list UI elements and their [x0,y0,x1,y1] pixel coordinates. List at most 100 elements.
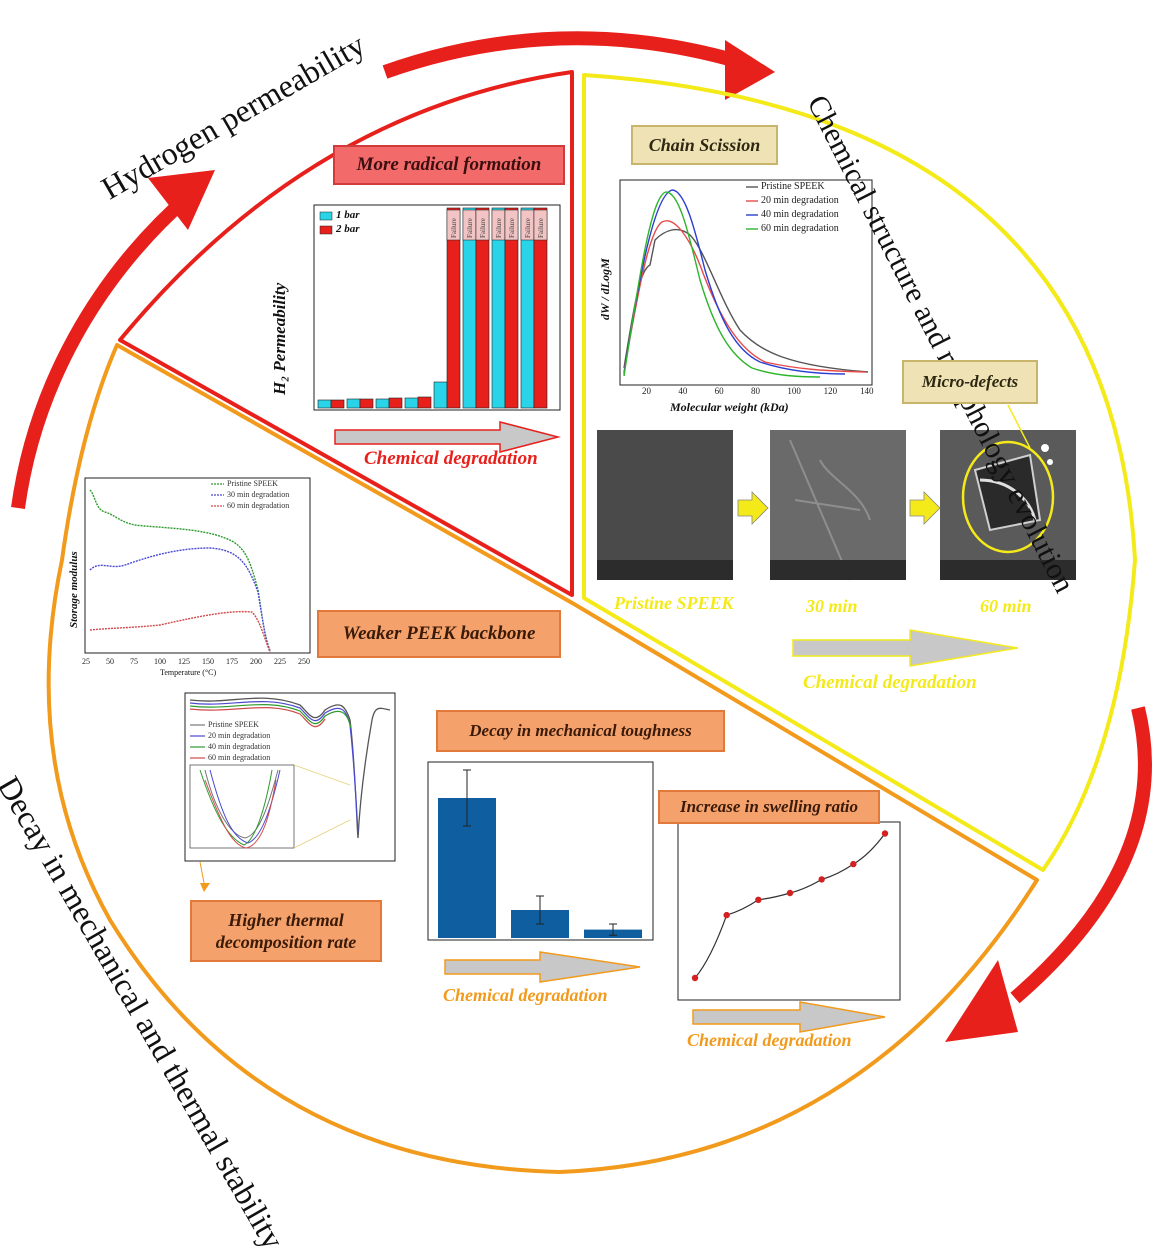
h2-bar-1bar [346,398,361,409]
sm-line-60min [89,610,271,653]
mwd-legend-20min: 20 min degradation [761,195,839,206]
thermal-line-1: Higher thermal [228,910,344,930]
outer-cycle-arrows [11,31,1152,1042]
mwd-legend-pristine: Pristine SPEEK [761,181,825,192]
h2-ylabel: H₂ Permeability [270,282,289,395]
sm-ylabel: Storage modulus [68,551,80,628]
sm-tick-label: 150 [202,657,214,666]
box-micro-defects: Micro-defects [902,360,1038,404]
h2-bar-1bar [404,397,419,409]
sm-tick-label: 250 [298,657,310,666]
mwd-line-60min [623,191,821,378]
mwd-tick-label: 120 [823,386,838,396]
sm-line-30min [89,547,271,652]
sm-tick-label: 175 [226,657,238,666]
mwd-chart [619,179,873,386]
failure-cap [475,209,490,241]
toughness-bars [438,769,642,938]
storage-modulus-chart [84,477,311,654]
mwd-xlabel: Molecular weight (kDa) [670,400,789,414]
box-chain-scission: Chain Scission [631,125,778,165]
mwd-tick-label: 20 [642,386,651,396]
sm-tick-label: 25 [82,657,90,666]
sem-label-60min: 60 min [980,596,1032,616]
h2-bar-2bar [475,207,490,409]
mwd-tick-label: 60 [714,386,724,396]
box-thermal-decomposition: Higher thermal decomposition rate [190,900,382,962]
h2-legend-2bar: 2 bar [336,223,360,235]
sem-label-30min: 30 min [806,596,858,616]
h2-bar-2bar [388,397,403,409]
box-weaker-backbone: Weaker PEEK backbone [317,610,561,658]
h2-bar-2bar [533,207,548,409]
dtg-legend-20min: 20 min degradation [208,731,271,740]
micro-defect-circle [961,440,1055,554]
swell-degradation-arrow [692,1001,886,1033]
sm-tick-label: 225 [274,657,286,666]
mwd-tick-label: 80 [751,386,760,396]
swelling-point [723,911,730,919]
sm-tick-label: 75 [130,657,138,666]
box-mech-toughness: Decay in mechanical toughness [436,710,725,752]
toughness-error-bar [463,769,471,827]
box-radical-formation: More radical formation [333,145,565,185]
swelling-point [755,896,762,903]
toughness-error-bar [536,895,544,925]
h2-bar-2bar [504,207,519,409]
sm-legend-60min: 60 min degradation [227,501,290,510]
box-swelling: Increase in swelling ratio [658,790,880,824]
label-mech-degradation: Chemical degradation [443,985,608,1005]
failure-label: Failure [524,218,532,238]
dtg-chart [184,692,396,892]
failure-label: Failure [479,218,487,238]
swelling-point [881,830,889,837]
failure-label: Failure [495,218,503,238]
sem-degradation-arrow [792,629,1019,667]
mwd-line-20min [623,220,866,373]
label-h2-degradation: Chemical degradation [364,448,538,469]
swelling-point [691,974,699,982]
label-sem-degradation: Chemical degradation [803,672,977,693]
dtg-legend-40min: 40 min degradation [208,742,271,751]
swelling-chart [677,821,901,1001]
label-swell-degradation: Chemical degradation [687,1030,852,1050]
swelling-points [691,830,889,982]
mwd-legend-40min: 40 min degradation [761,209,839,220]
legend-swatch-1bar [319,211,333,221]
mwd-tick-label: 140 [860,386,874,396]
failure-cap [504,209,519,241]
sem-images [597,404,1076,581]
sm-tick-label: 50 [106,657,114,666]
swelling-point [818,876,825,883]
thermal-line-2: decomposition rate [215,932,357,952]
sector-chemical [582,73,1137,872]
sem-image-30min [770,430,906,580]
h2-degradation-arrow [334,421,561,453]
sm-xlabel: Temperature (°C) [160,668,217,677]
sm-legend-30min: 30 min degradation [227,490,290,499]
dtg-legend-60min: 60 min degradation [208,753,271,762]
h2-bar-2bar [446,207,461,409]
dtg-legend-pristine: Pristine SPEEK [208,720,259,729]
toughness-chart [427,761,654,941]
failure-label: Failure [466,218,474,238]
sem-arrow-1 [737,491,769,525]
failure-label: Failure [537,218,545,238]
swelling-point [786,889,794,897]
swelling-point [850,860,857,868]
sm-legend-pristine: Pristine SPEEK [227,479,278,488]
legend-swatch-2bar [319,225,333,235]
mwd-line-40min [623,189,846,375]
h2-legend-1bar: 1 bar [336,209,360,221]
mwd-legend-60min: 60 min degradation [761,223,839,234]
mech-degradation-arrow [444,951,641,983]
sm-tick-label: 100 [154,657,166,666]
h2-bar-2bar [417,396,432,409]
sem-image-pristine [597,430,733,580]
h2-bar-1bar [375,398,390,409]
h2-bar-1bar [317,399,332,409]
failure-cap [533,209,548,241]
